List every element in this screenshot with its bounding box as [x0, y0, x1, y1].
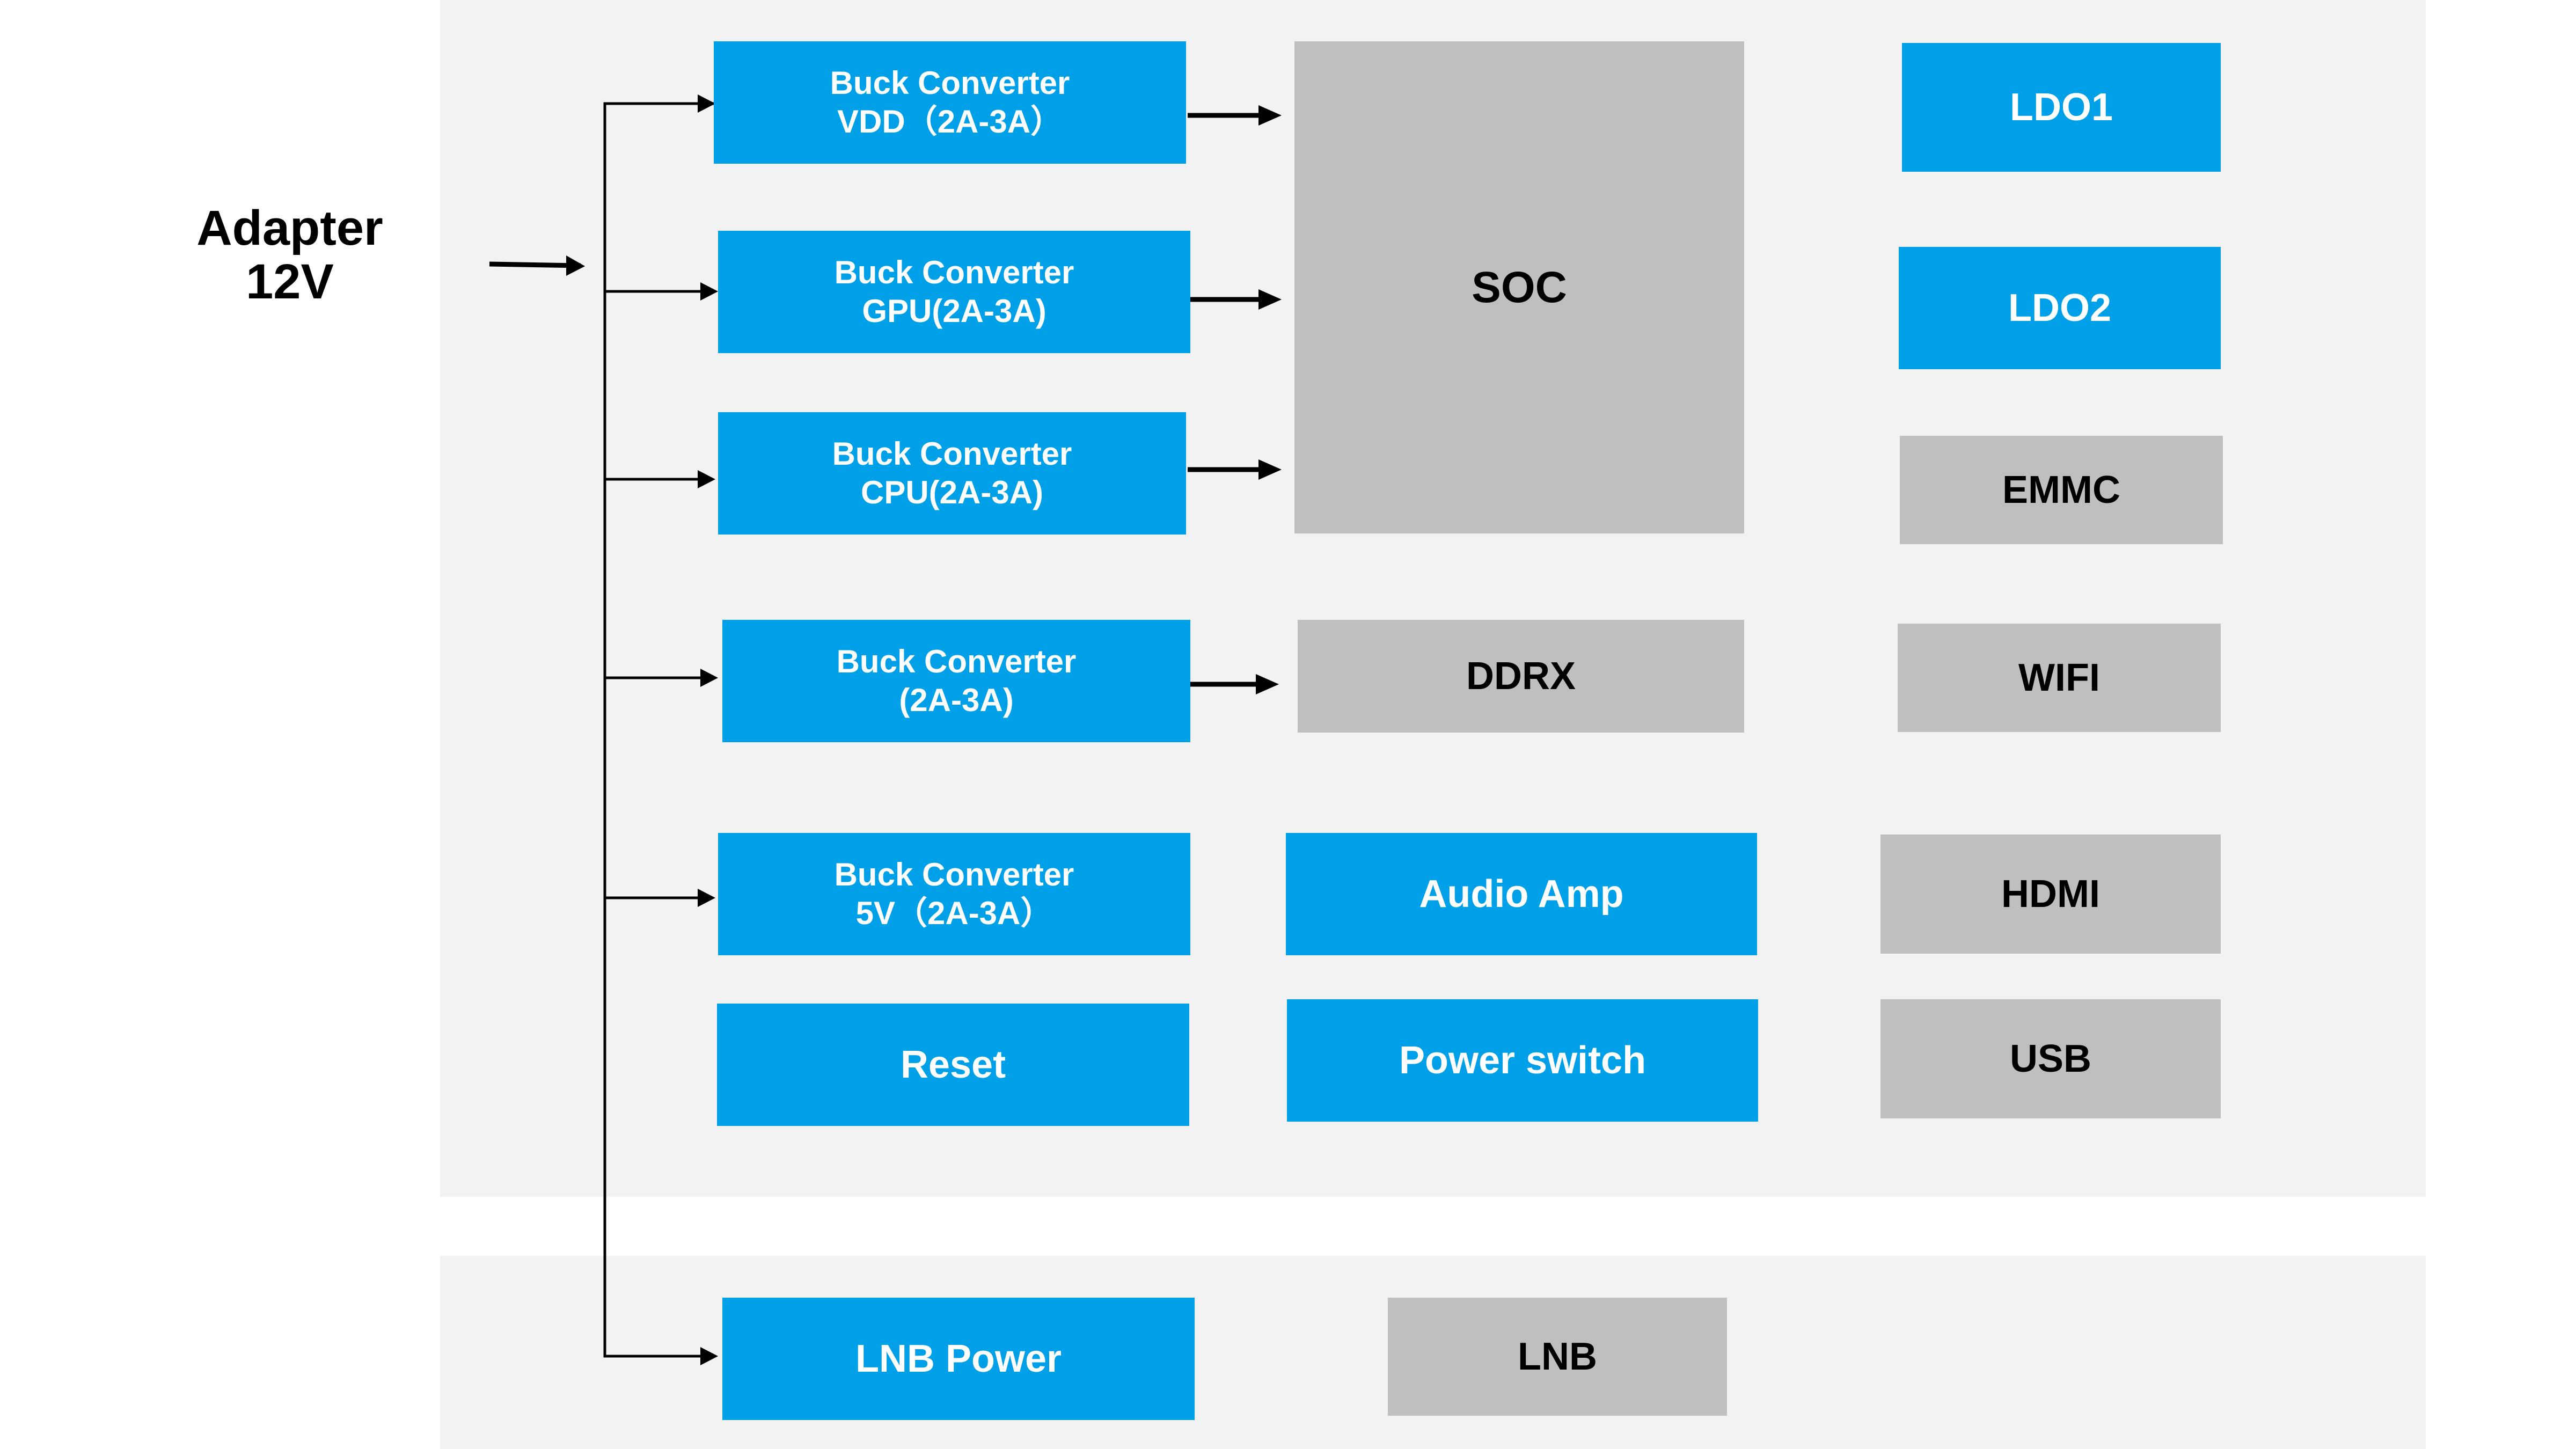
hdmi-block: HDMI — [1880, 835, 2221, 954]
ddrx-block-label: DDRX — [1466, 655, 1576, 698]
audio-amp-block: Audio Amp — [1286, 833, 1757, 955]
buck-converter-cpu: Buck Converter CPU(2A-3A) — [718, 412, 1186, 535]
emmc-block-label: EMMC — [2002, 469, 2120, 511]
buck-converter-vdd-rating: VDD（2A-3A） — [837, 104, 1063, 140]
buck-converter-vdd-title: Buck Converter — [830, 65, 1070, 101]
usb-block: USB — [1880, 999, 2221, 1118]
buck-converter-vdd: Buck Converter VDD（2A-3A） — [714, 41, 1186, 164]
reset-block-label: Reset — [900, 1043, 1006, 1086]
buck-converter-ddr: Buck Converter (2A-3A) — [722, 620, 1190, 742]
adapter-label: Adapter 12V — [123, 201, 456, 309]
buck-converter-gpu: Buck Converter GPU(2A-3A) — [718, 231, 1190, 353]
ldo2-block-label: LDO2 — [2008, 287, 2112, 330]
wifi-block: WIFI — [1898, 624, 2221, 732]
adapter-label-line2: 12V — [246, 254, 334, 309]
hdmi-block-label: HDMI — [2001, 873, 2100, 916]
buck-converter-ddr-rating: (2A-3A) — [899, 682, 1014, 718]
lnb-power-block: LNB Power — [722, 1298, 1195, 1420]
lnb-power-block-label: LNB Power — [855, 1337, 1062, 1380]
buck-converter-5v-title: Buck Converter — [834, 857, 1074, 892]
ddrx-block: DDRX — [1298, 620, 1744, 733]
bus-branch-arrows — [605, 290, 711, 899]
soc-block: SOC — [1294, 41, 1744, 533]
lnb-block-label: LNB — [1518, 1335, 1597, 1378]
adapter-label-line1: Adapter — [196, 201, 383, 255]
power-switch-block-label: Power switch — [1399, 1039, 1646, 1082]
adapter-input-arrow — [489, 261, 581, 268]
buck-converter-ddr-title: Buck Converter — [836, 643, 1077, 679]
ldo1-block-label: LDO1 — [2009, 86, 2113, 129]
ldo2-block: LDO2 — [1899, 247, 2221, 369]
buck-converter-gpu-title: Buck Converter — [834, 254, 1074, 290]
power-switch-block: Power switch — [1287, 999, 1758, 1122]
buck-converter-cpu-title: Buck Converter — [832, 436, 1072, 472]
buck-converter-cpu-rating: CPU(2A-3A) — [860, 474, 1044, 510]
usb-block-label: USB — [2009, 1037, 2091, 1080]
lnb-block: LNB — [1388, 1298, 1727, 1416]
buck-converter-5v-rating: 5V（2A-3A） — [855, 895, 1053, 931]
wifi-block-label: WIFI — [2018, 656, 2100, 699]
buck-converter-5v: Buck Converter 5V（2A-3A） — [718, 833, 1190, 955]
soc-block-label: SOC — [1472, 262, 1567, 312]
reset-block: Reset — [717, 1004, 1189, 1126]
buck-converter-gpu-rating: GPU(2A-3A) — [862, 293, 1046, 329]
ldo1-block: LDO1 — [1902, 43, 2221, 172]
audio-amp-block-label: Audio Amp — [1419, 873, 1624, 916]
emmc-block: EMMC — [1900, 436, 2223, 544]
supply-bus-line — [603, 102, 715, 1358]
